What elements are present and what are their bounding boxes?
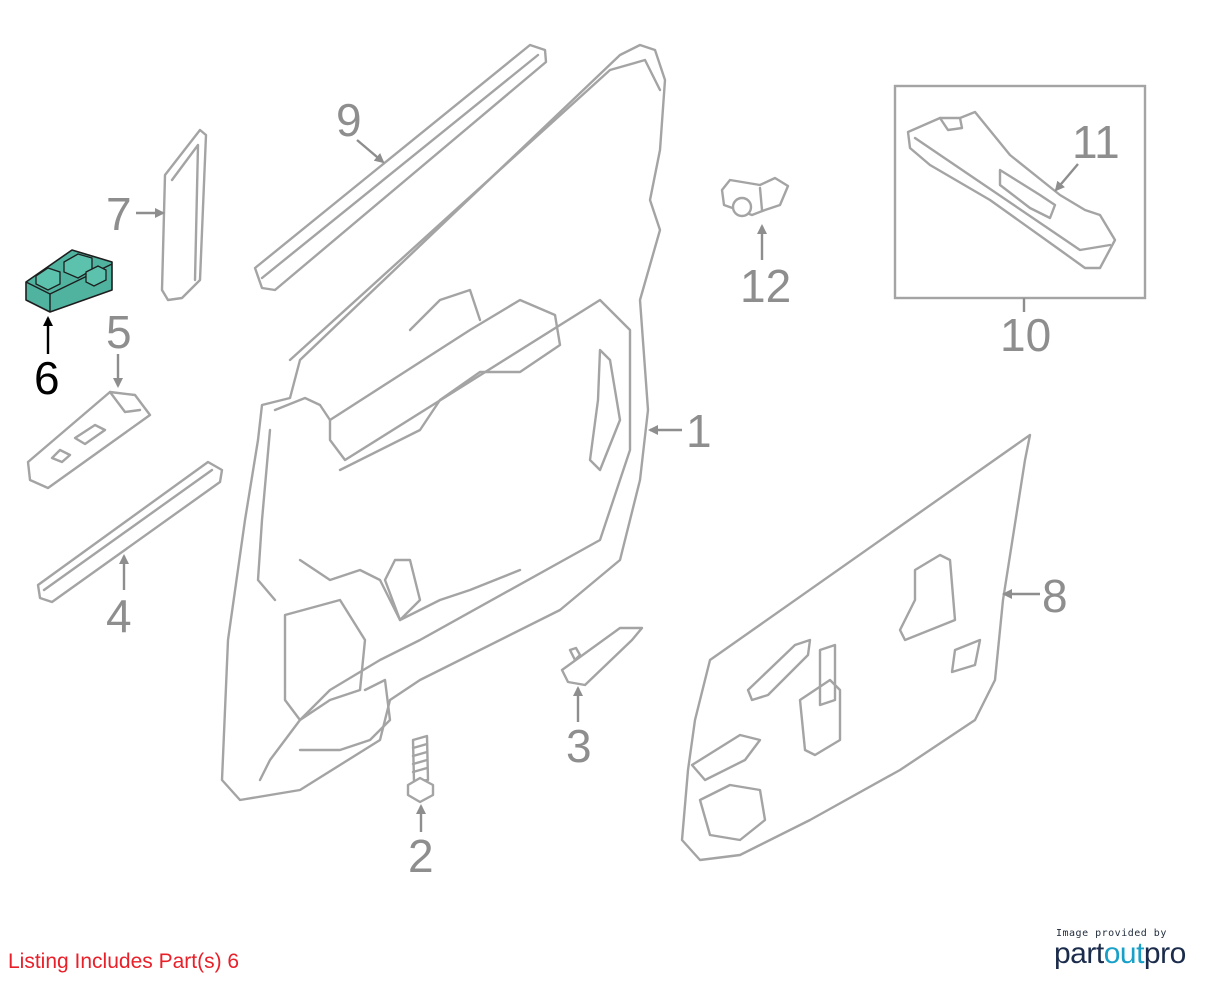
trim-strip xyxy=(160,128,208,302)
svg-text:6: 6 xyxy=(34,352,60,404)
callout-2: 2 xyxy=(408,804,434,882)
inner-door-panel xyxy=(680,433,1032,862)
callout-12: 12 xyxy=(740,224,791,312)
listing-includes-text: Listing Includes Part(s) 6 xyxy=(8,950,240,973)
callout-7: 7 xyxy=(106,188,165,240)
callout-1: 1 xyxy=(648,405,712,457)
callout-4: 4 xyxy=(106,554,132,642)
svg-text:10: 10 xyxy=(1000,309,1051,361)
handle-assembly-box xyxy=(893,84,1147,300)
svg-text:12: 12 xyxy=(740,260,791,312)
door-trim-panel xyxy=(220,43,667,802)
logo-part-text: part xyxy=(1054,937,1104,970)
small-bracket xyxy=(560,626,644,687)
svg-text:5: 5 xyxy=(106,306,132,358)
screw xyxy=(406,734,435,804)
partoutpro-logo: partoutpro xyxy=(1054,937,1204,971)
callout-8: 8 xyxy=(1002,570,1068,622)
belt-moulding xyxy=(253,43,548,292)
lower-strip xyxy=(36,460,224,604)
svg-text:1: 1 xyxy=(686,405,712,457)
window-switch xyxy=(25,249,113,313)
callout-3: 3 xyxy=(566,686,592,772)
svg-text:7: 7 xyxy=(106,188,132,240)
svg-text:4: 4 xyxy=(106,590,132,642)
callout-11: 11 xyxy=(1054,116,1120,192)
svg-text:11: 11 xyxy=(1072,116,1120,168)
logo-out-text: out xyxy=(1103,937,1145,970)
svg-text:9: 9 xyxy=(336,94,362,146)
credit-caption: Image provided by xyxy=(1056,928,1167,939)
image-credit: Image provided by partoutpro xyxy=(1054,928,1204,971)
svg-text:3: 3 xyxy=(566,720,592,772)
callout-10: 10 xyxy=(1000,298,1051,361)
callout-6: 6 xyxy=(34,316,60,404)
logo-pro-text: pro xyxy=(1143,937,1186,970)
svg-text:2: 2 xyxy=(408,830,434,882)
callout-9: 9 xyxy=(336,94,385,164)
switch-bezel xyxy=(26,390,152,490)
svg-text:8: 8 xyxy=(1042,570,1068,622)
callout-5: 5 xyxy=(106,306,132,388)
trim-clip xyxy=(720,176,790,218)
